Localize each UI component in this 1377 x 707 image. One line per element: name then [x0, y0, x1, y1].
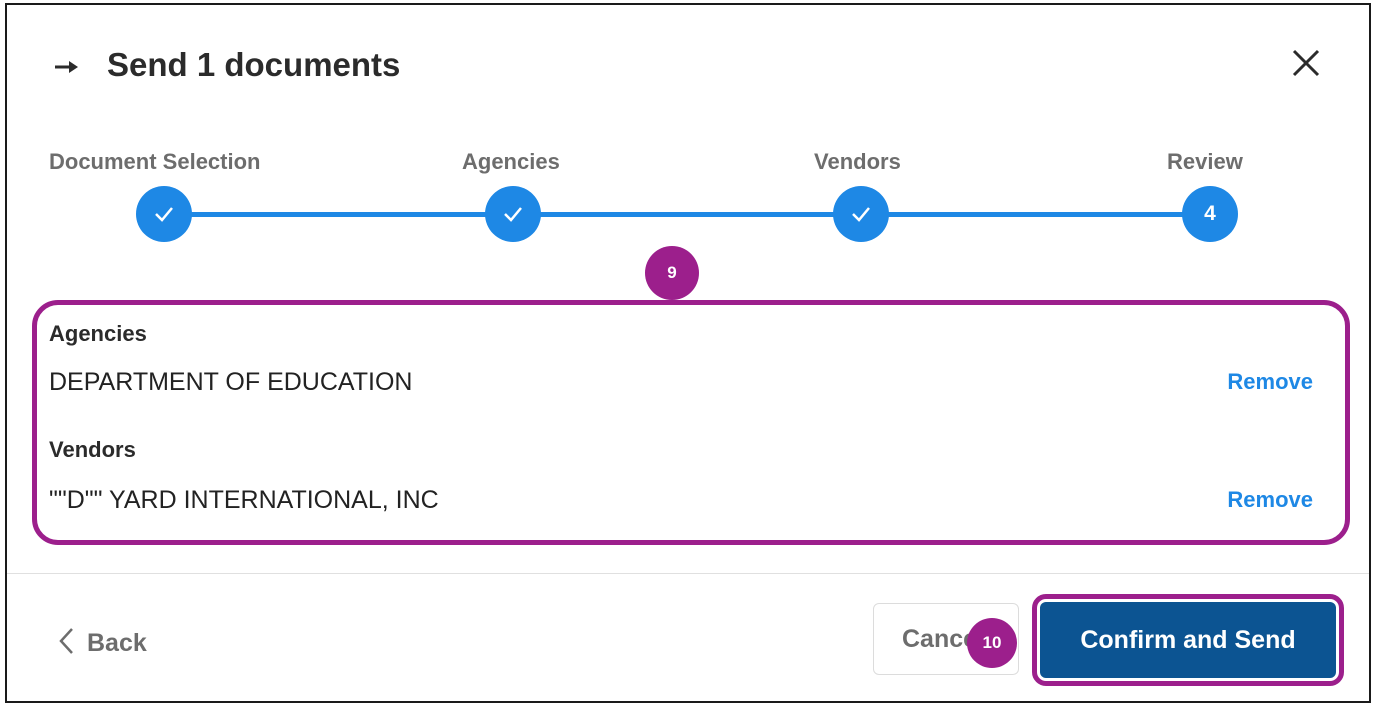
remove-vendor-link[interactable]: Remove [1227, 487, 1313, 512]
step-label-document-selection: Document Selection [49, 149, 261, 174]
send-documents-dialog: Send 1 documents Document Selection Agen… [5, 3, 1371, 703]
annotation-badge-9: 9 [645, 246, 699, 300]
dialog-title: Send 1 documents [107, 46, 401, 83]
step-circle-document-selection [136, 186, 192, 242]
step-label-agencies: Agencies [462, 149, 560, 174]
annotation-badge-10: 10 [967, 618, 1017, 668]
confirm-button-highlight [1032, 594, 1344, 686]
back-button-label: Back [87, 628, 147, 657]
close-button[interactable] [1284, 41, 1328, 85]
step-circle-agencies [485, 186, 541, 242]
agency-name: DEPARTMENT OF EDUCATION [49, 368, 413, 396]
footer-divider [7, 573, 1369, 574]
close-icon [1284, 49, 1328, 89]
remove-agency-link[interactable]: Remove [1227, 369, 1313, 394]
back-button[interactable]: Back [57, 621, 147, 665]
vendor-name: ""D"" YARD INTERNATIONAL, INC [49, 486, 439, 514]
checkmark-icon [151, 201, 177, 227]
vendors-heading: Vendors [49, 437, 136, 462]
agencies-heading: Agencies [49, 321, 147, 346]
stepper-progress-line [170, 212, 1214, 217]
step-circle-vendors [833, 186, 889, 242]
step-circle-review: 4 [1182, 186, 1238, 242]
review-summary-highlight [32, 300, 1350, 545]
step-label-review: Review [1167, 149, 1243, 174]
checkmark-icon [848, 201, 874, 227]
step-label-vendors: Vendors [814, 149, 901, 174]
chevron-left-icon [57, 626, 75, 661]
confirm-and-send-button[interactable]: Confirm and Send [1040, 602, 1336, 678]
checkmark-icon [500, 201, 526, 227]
arrow-right-icon [53, 45, 79, 85]
